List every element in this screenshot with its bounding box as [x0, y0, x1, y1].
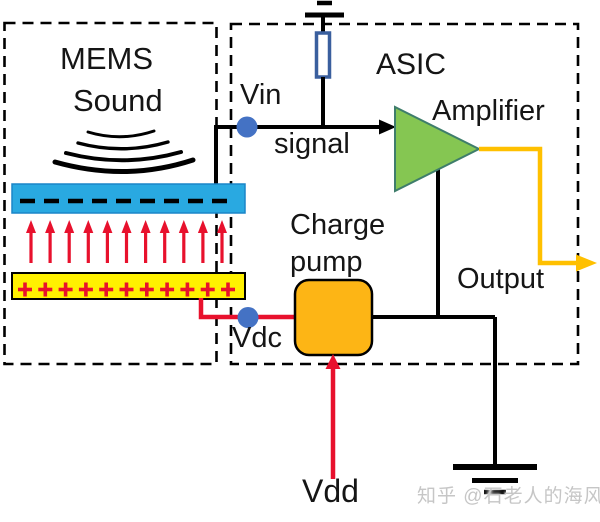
output-label: Output [457, 263, 545, 295]
vdd-label: Vdd [302, 473, 359, 509]
vin-label: Vin [240, 79, 282, 111]
membrane-plate [11, 183, 246, 214]
asic-title: ASIC [376, 48, 447, 81]
amplifier-triangle-icon [394, 105, 482, 193]
mems-title: MEMS [60, 41, 153, 76]
vdd-arrowhead-icon [325, 354, 341, 369]
resistor-icon [314, 31, 332, 79]
plus-signs [18, 282, 235, 297]
field-arrows [26, 220, 227, 263]
charge-pump-label-line1: Charge [290, 209, 386, 241]
vdc-label: Vdc [232, 322, 282, 354]
vin-signal-wire [214, 125, 381, 186]
output-wire [479, 146, 578, 266]
amplifier-label: Amplifier [432, 95, 545, 127]
watermark-text: 知乎 @石老人的海风 [417, 486, 600, 507]
signal-label: signal [274, 128, 350, 160]
sound-wave-icon [52, 129, 196, 174]
ground-icon-bottom [453, 464, 537, 495]
vdc-wire [198, 298, 296, 320]
charge-pump-label-line2: pump [290, 246, 363, 278]
signal-arrowhead-icon [379, 119, 396, 135]
sound-label: Sound [73, 83, 163, 118]
ground-icon-top [305, 0, 344, 34]
vdc-node [237, 307, 259, 328]
charge-pump-block [293, 278, 374, 357]
output-arrowhead-icon [576, 254, 597, 272]
vin-node [236, 116, 258, 138]
